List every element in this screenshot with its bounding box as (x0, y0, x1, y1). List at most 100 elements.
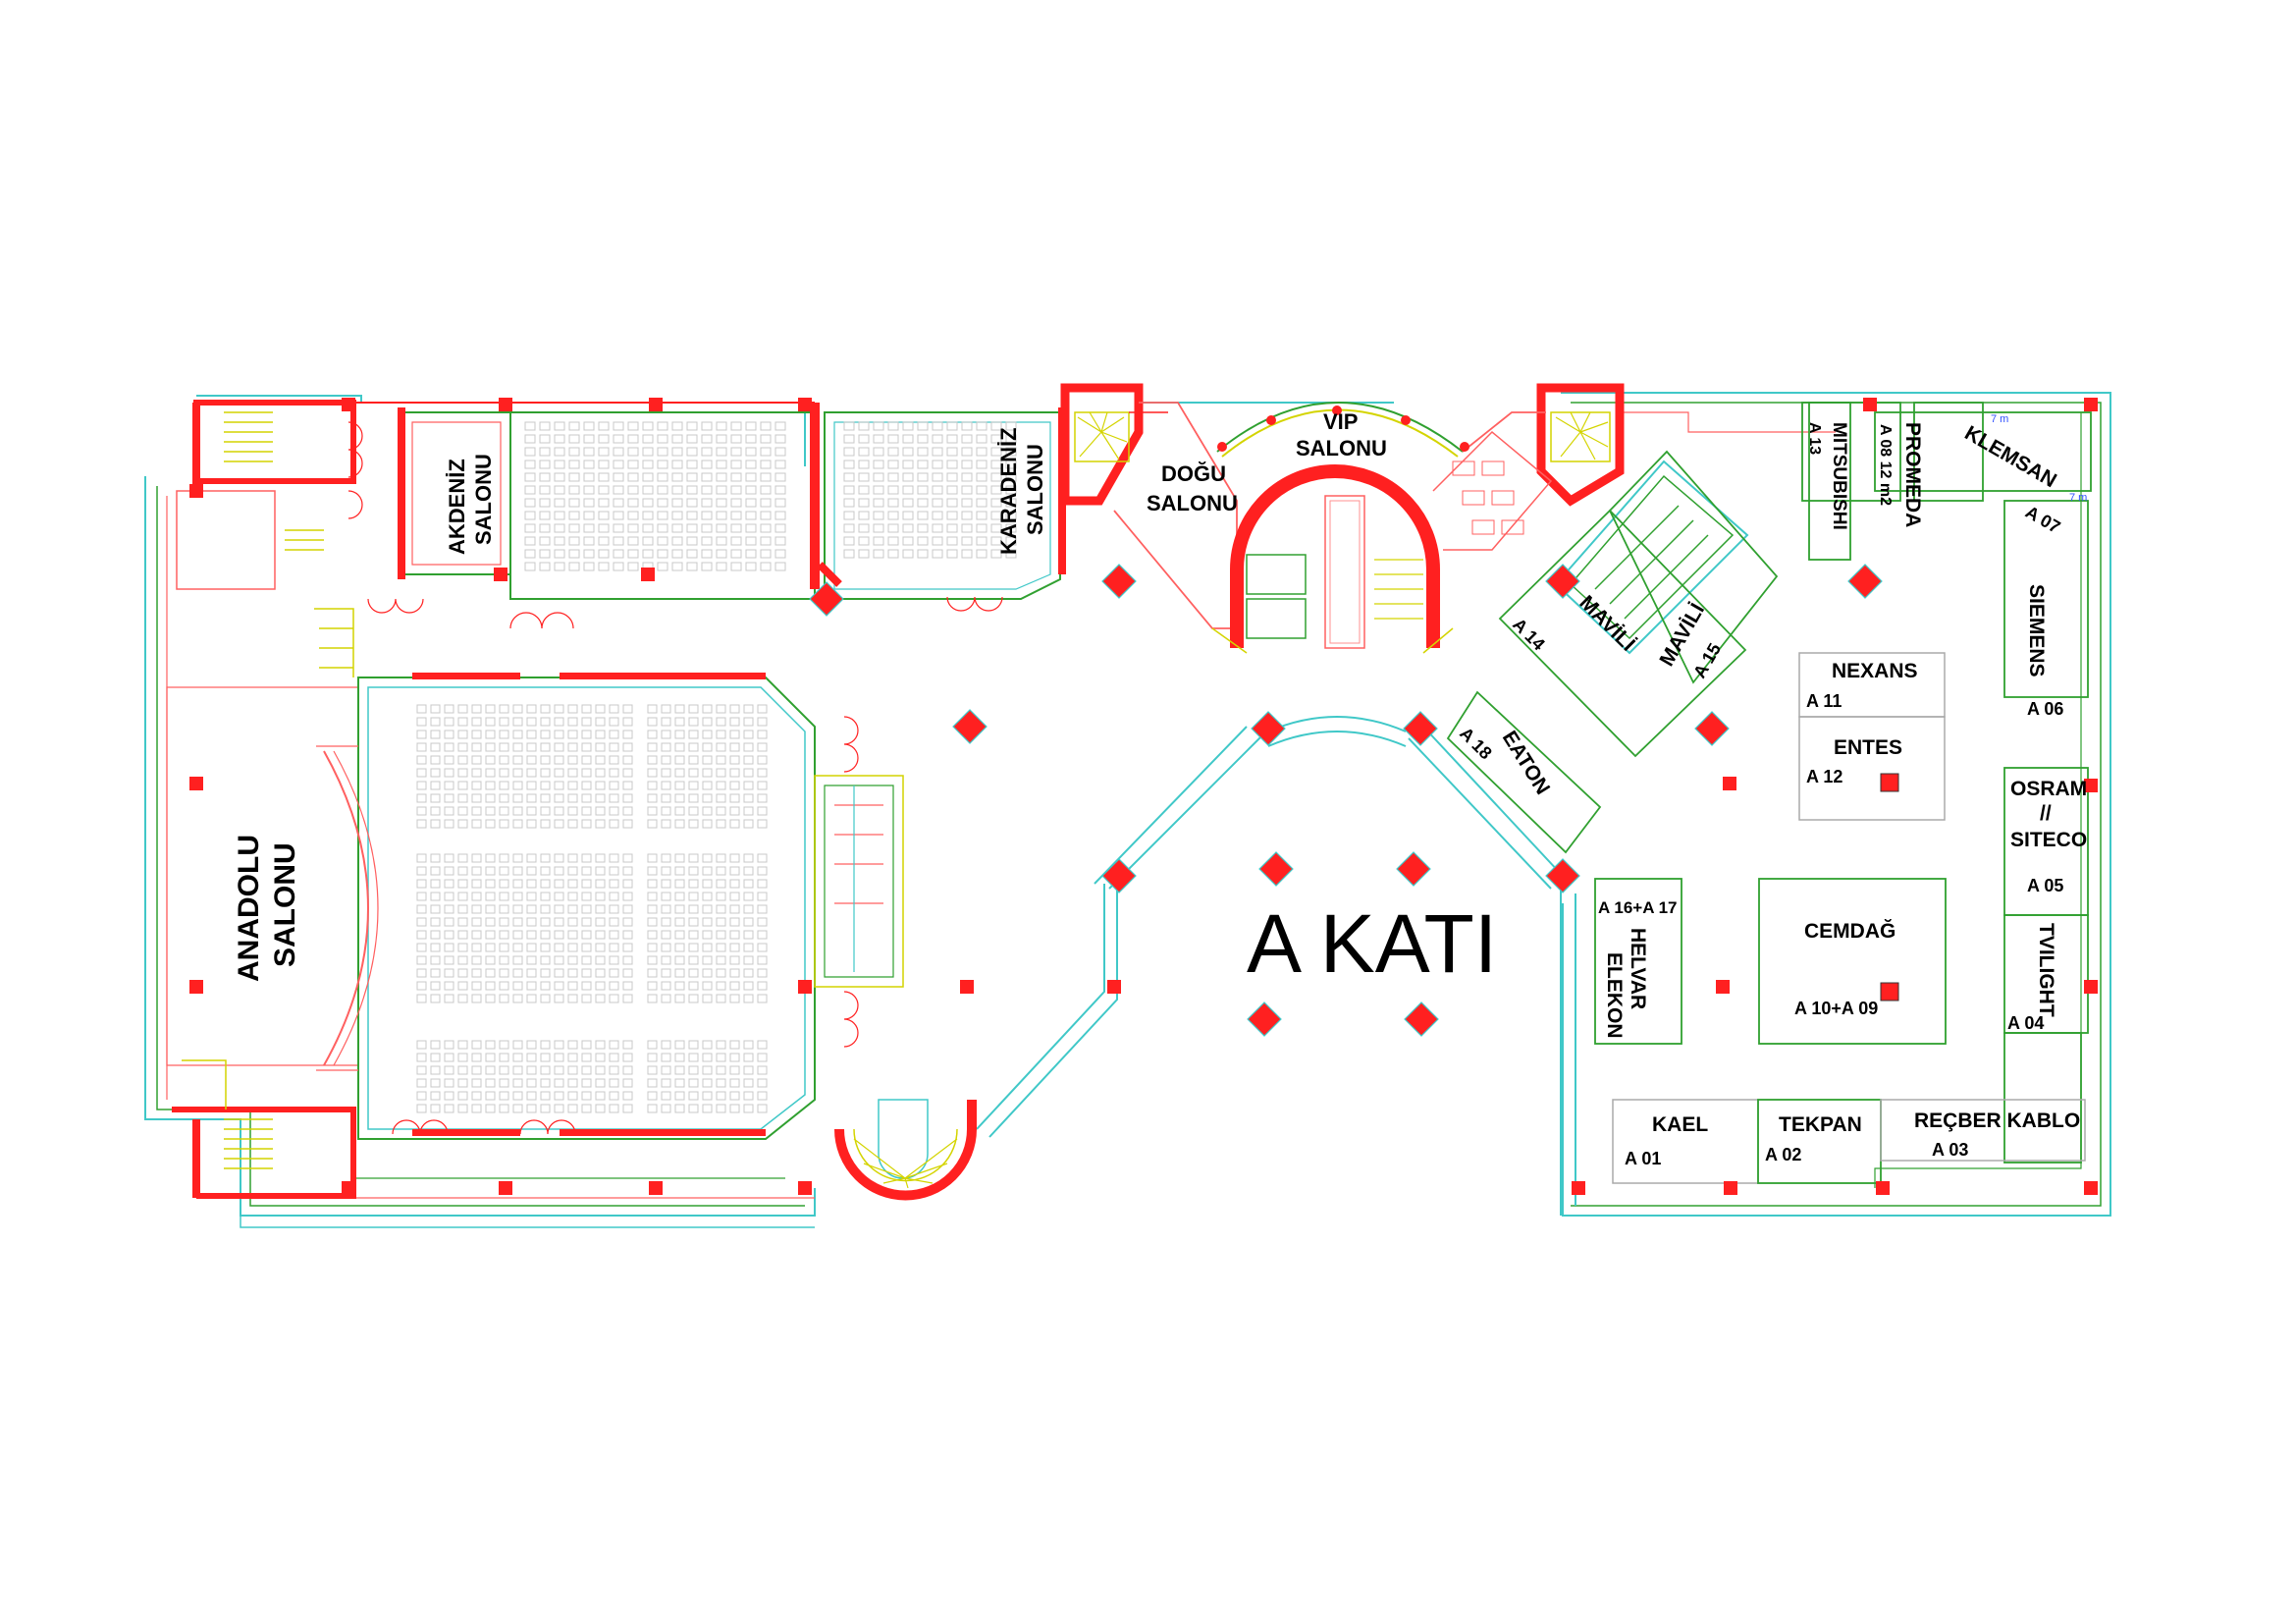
seat (499, 981, 509, 991)
seat (729, 892, 740, 901)
seat (430, 755, 441, 765)
seat (946, 498, 958, 508)
seat (729, 943, 740, 952)
seat (554, 866, 564, 876)
seat (609, 781, 619, 790)
seat (430, 1053, 441, 1062)
seat (622, 806, 633, 816)
seat (581, 1040, 592, 1050)
seat (647, 904, 658, 914)
seat (702, 866, 713, 876)
seat (843, 485, 855, 495)
seat (647, 1104, 658, 1113)
seat (917, 421, 929, 431)
seat (598, 447, 610, 457)
seat (568, 460, 580, 469)
seat (674, 819, 685, 829)
seat (581, 994, 592, 1003)
seat (743, 943, 754, 952)
seat (1005, 549, 1017, 559)
seat (444, 994, 454, 1003)
seat (430, 781, 441, 790)
seat (499, 730, 509, 739)
seat (858, 485, 870, 495)
column (2084, 398, 2098, 411)
seat (688, 1078, 699, 1088)
seat (595, 768, 606, 778)
seat (990, 472, 1002, 482)
seat (627, 472, 639, 482)
seat (990, 447, 1002, 457)
seat (485, 968, 496, 978)
seat (686, 498, 698, 508)
seat (932, 549, 943, 559)
seat (745, 421, 757, 431)
seat (1005, 536, 1017, 546)
seat (661, 904, 671, 914)
seat (716, 460, 727, 469)
seat (757, 717, 768, 727)
seat (540, 943, 551, 952)
seat (702, 806, 713, 816)
seat (567, 1040, 578, 1050)
seat (647, 1040, 658, 1050)
seat (716, 755, 726, 765)
seat (416, 717, 427, 727)
seat (702, 853, 713, 863)
seat (976, 498, 988, 508)
seat (858, 511, 870, 520)
seat (485, 806, 496, 816)
seat (902, 536, 914, 546)
seat (598, 511, 610, 520)
seat (613, 421, 624, 431)
seat (757, 1078, 768, 1088)
column (1572, 1181, 1585, 1195)
seat (674, 1053, 685, 1062)
booth-a13-name: MITSUBISHI (1829, 422, 1849, 530)
seat (540, 955, 551, 965)
seat (661, 781, 671, 790)
seat (554, 447, 565, 457)
seat (873, 549, 884, 559)
seat (554, 1053, 564, 1062)
seat (609, 768, 619, 778)
seat (568, 536, 580, 546)
seat (674, 742, 685, 752)
column (1863, 398, 1877, 411)
column (1404, 1001, 1439, 1037)
seat (902, 434, 914, 444)
seat (688, 781, 699, 790)
seat (499, 1065, 509, 1075)
seat (627, 498, 639, 508)
seat (416, 781, 427, 790)
seat (932, 536, 943, 546)
seat (647, 1078, 658, 1088)
seat (485, 943, 496, 952)
seat (540, 717, 551, 727)
seat (729, 904, 740, 914)
seat (730, 536, 742, 546)
seat (457, 930, 468, 940)
seat (499, 768, 509, 778)
seat (471, 904, 482, 914)
seat (657, 549, 668, 559)
seat (716, 562, 727, 571)
seat (701, 485, 713, 495)
seat (743, 819, 754, 829)
seat (627, 434, 639, 444)
seat (567, 917, 578, 927)
seat (583, 498, 595, 508)
booth-a13-code: A 13 (1806, 422, 1823, 455)
seat (471, 930, 482, 940)
seat (485, 917, 496, 927)
booth-a06-name: SIEMENS (2025, 584, 2048, 677)
seat (729, 793, 740, 803)
seat (583, 511, 595, 520)
booth-a02-code: A 02 (1765, 1145, 1801, 1164)
seat (430, 917, 441, 927)
column (1545, 564, 1580, 599)
seat (688, 768, 699, 778)
seat (609, 917, 619, 927)
seat (858, 523, 870, 533)
column (952, 709, 988, 744)
